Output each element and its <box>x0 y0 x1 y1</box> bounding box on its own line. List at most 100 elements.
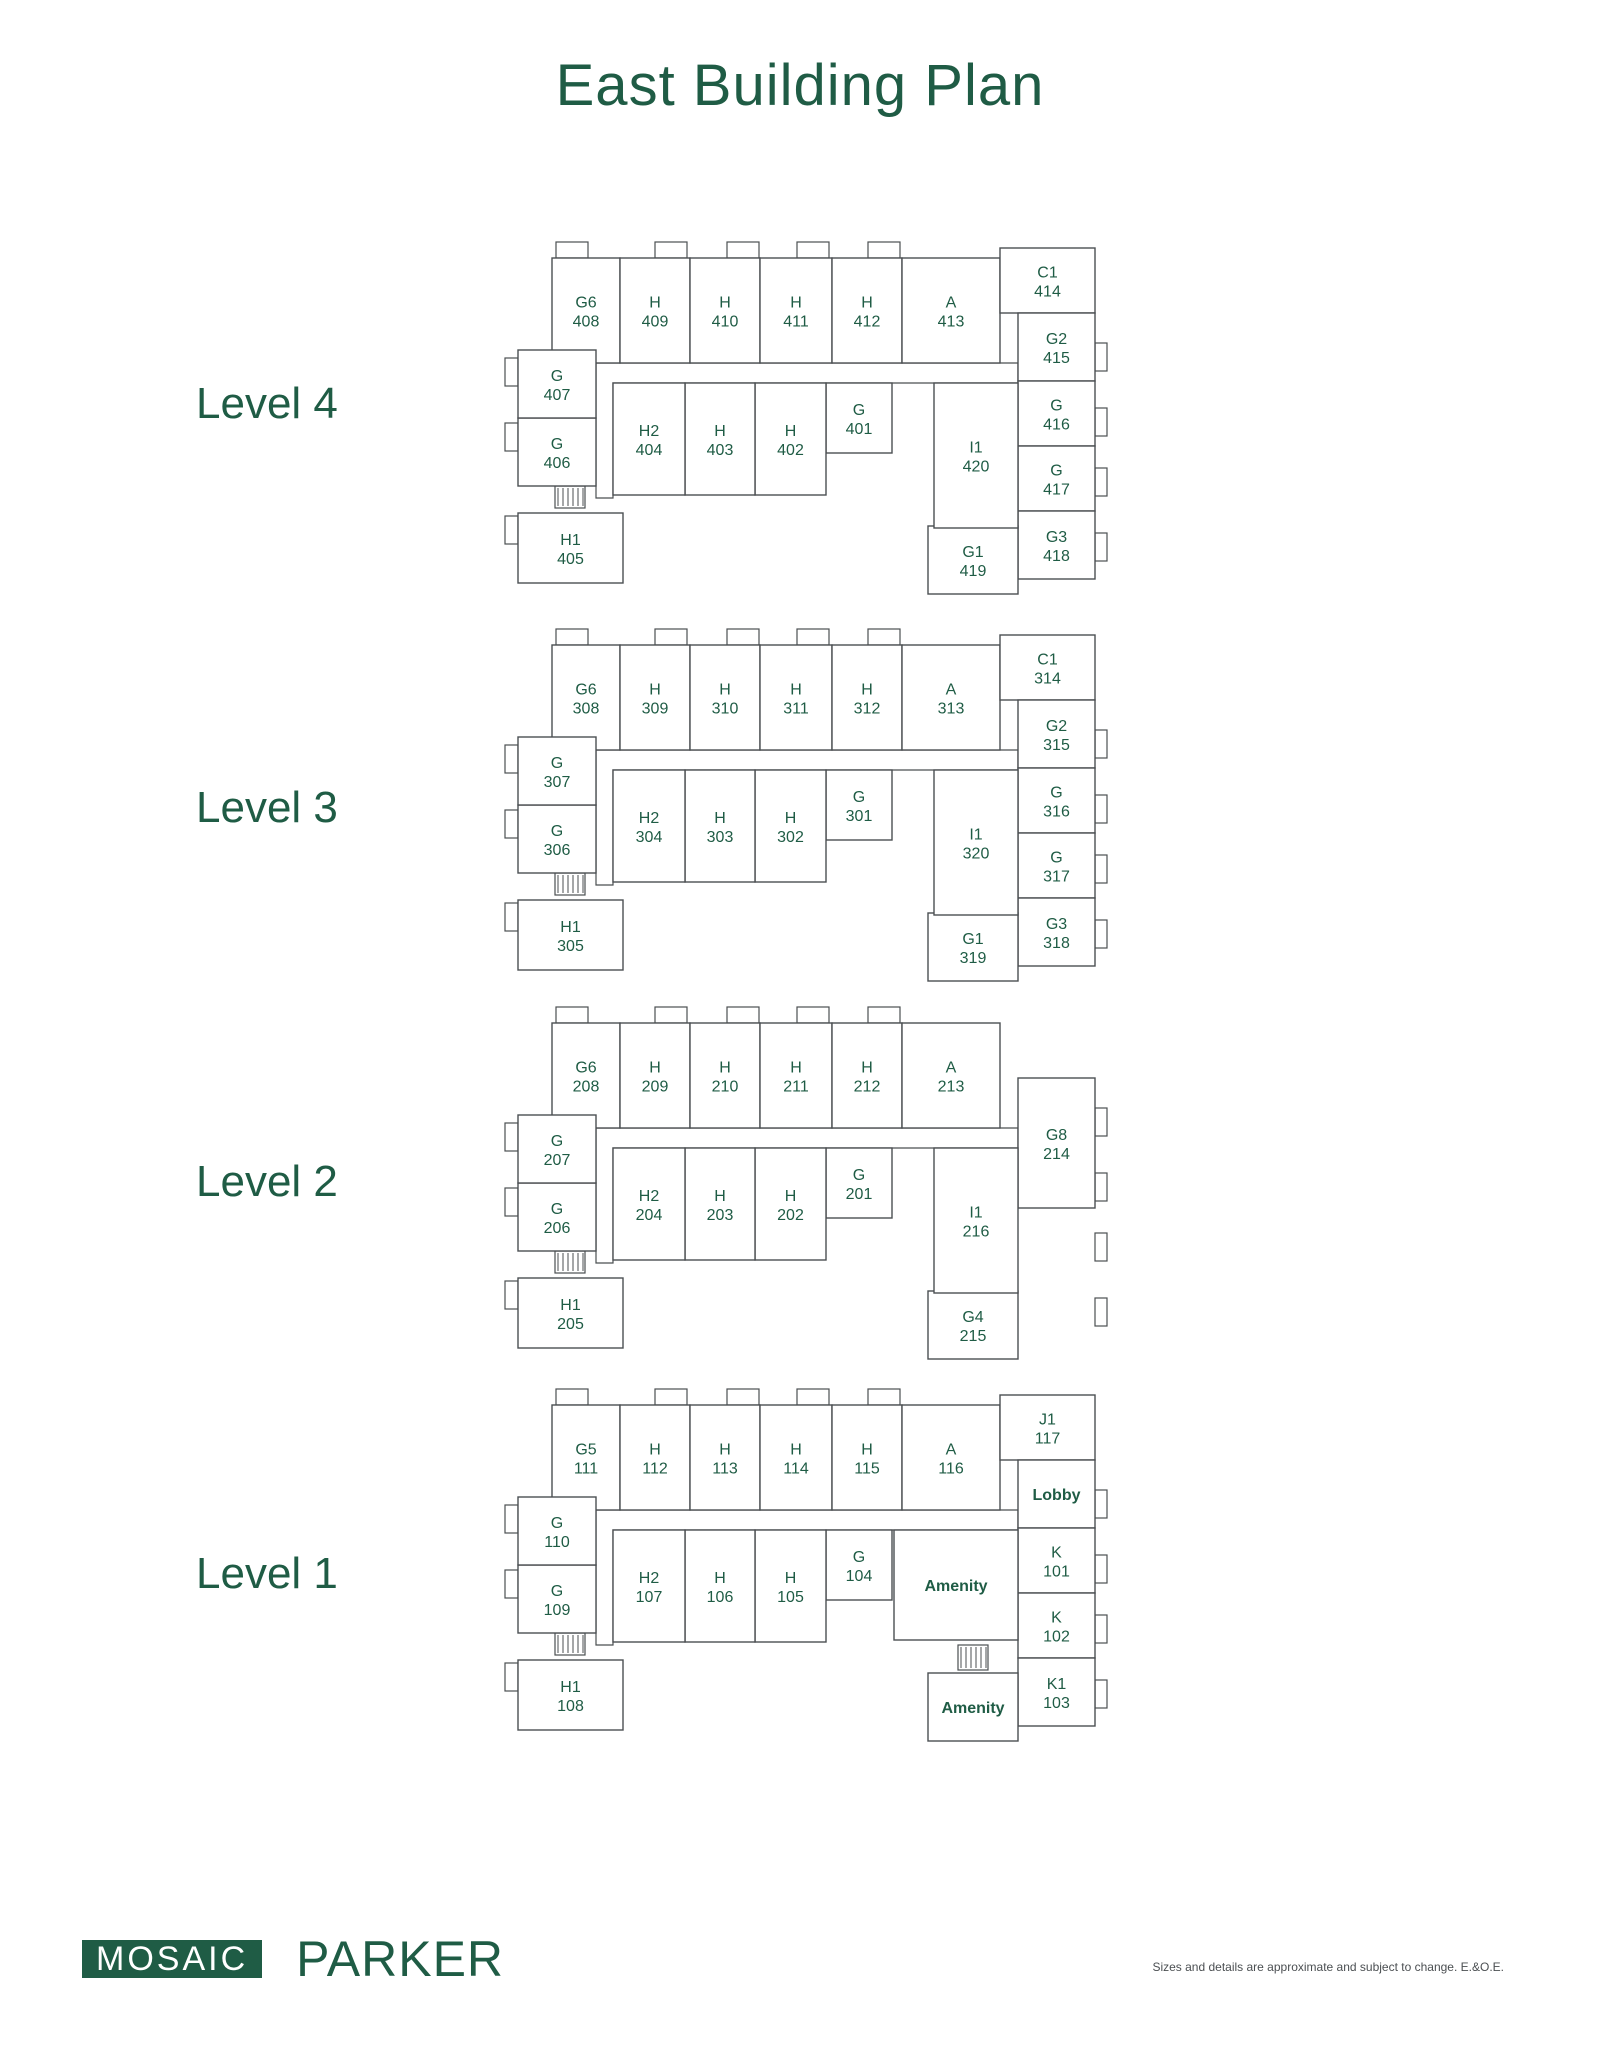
balcony-tab <box>555 241 589 259</box>
unit-number: 315 <box>1043 737 1070 754</box>
unit-type: H1 <box>560 1679 581 1696</box>
balcony-tab <box>867 1388 901 1406</box>
unit-number: 311 <box>783 701 809 718</box>
unit-number: 419 <box>960 563 987 580</box>
unit-number: 214 <box>1043 1146 1070 1163</box>
unit-amenity[interactable]: Amenity <box>893 1529 1019 1641</box>
unit-number: 418 <box>1043 548 1070 565</box>
level-4-plan: Level 4G6408H409H410H411H412A413C1414G24… <box>196 241 1108 595</box>
unit-type: G <box>853 789 865 806</box>
unit-lobby[interactable]: Lobby <box>1017 1459 1096 1529</box>
unit-number: 306 <box>544 842 571 859</box>
unit-type: G4 <box>962 1309 983 1326</box>
balcony-tab <box>1094 1297 1108 1327</box>
balcony-tab <box>504 1280 519 1310</box>
unit-number: 305 <box>557 938 584 955</box>
balcony-tab <box>654 628 688 646</box>
unit-amenity[interactable]: Amenity <box>927 1672 1019 1742</box>
balcony-tab <box>867 628 901 646</box>
unit-number: 203 <box>707 1207 734 1224</box>
unit-number: 405 <box>557 551 584 568</box>
unit-type: H <box>861 295 873 312</box>
unit-type: K <box>1051 1610 1062 1627</box>
unit-number: 216 <box>963 1224 990 1241</box>
unit-number: 211 <box>783 1079 809 1096</box>
